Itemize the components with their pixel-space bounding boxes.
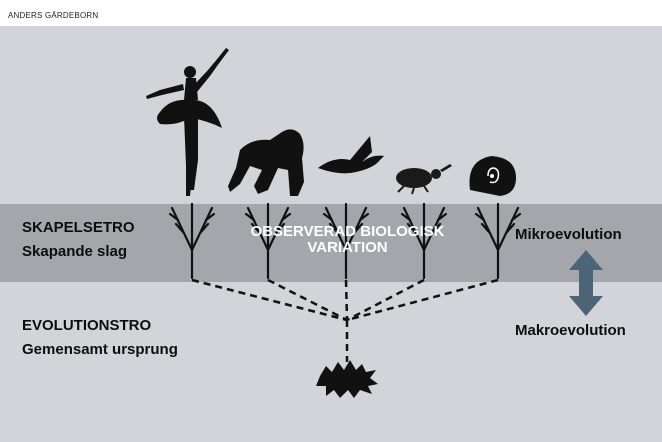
twig-5 xyxy=(474,202,522,280)
twig-3 xyxy=(322,202,370,280)
observed-variation-label: OBSERVERAD BIOLOGISK VARIATION xyxy=(250,223,445,256)
common-ancestor-icon xyxy=(316,360,378,398)
ballerina-icon xyxy=(146,48,229,196)
creation-belief-title: SKAPELSETRO xyxy=(22,219,135,236)
twig-2 xyxy=(244,202,292,280)
evolution-tree-lines xyxy=(191,278,499,362)
evolution-belief-subtitle: Gemensamt ursprung xyxy=(22,341,178,358)
snail-icon xyxy=(469,156,516,196)
beetle-icon xyxy=(396,164,452,195)
microevolution-label: Mikroevolution xyxy=(515,226,622,243)
micro-macro-arrow xyxy=(569,250,603,316)
gorilla-icon xyxy=(228,129,304,196)
twig-4 xyxy=(400,202,448,280)
macroevolution-label: Makroevolution xyxy=(515,322,626,339)
evolution-belief-title: EVOLUTIONSTRO xyxy=(22,317,152,334)
twig-1 xyxy=(168,202,216,280)
author-credit: ANDERS GÄRDEBORN xyxy=(8,11,99,20)
bird-icon xyxy=(318,136,384,174)
header-bar: ANDERS GÄRDEBORN xyxy=(0,0,662,26)
creation-belief-subtitle: Skapande slag xyxy=(22,243,128,260)
creation-twigs xyxy=(168,202,522,280)
